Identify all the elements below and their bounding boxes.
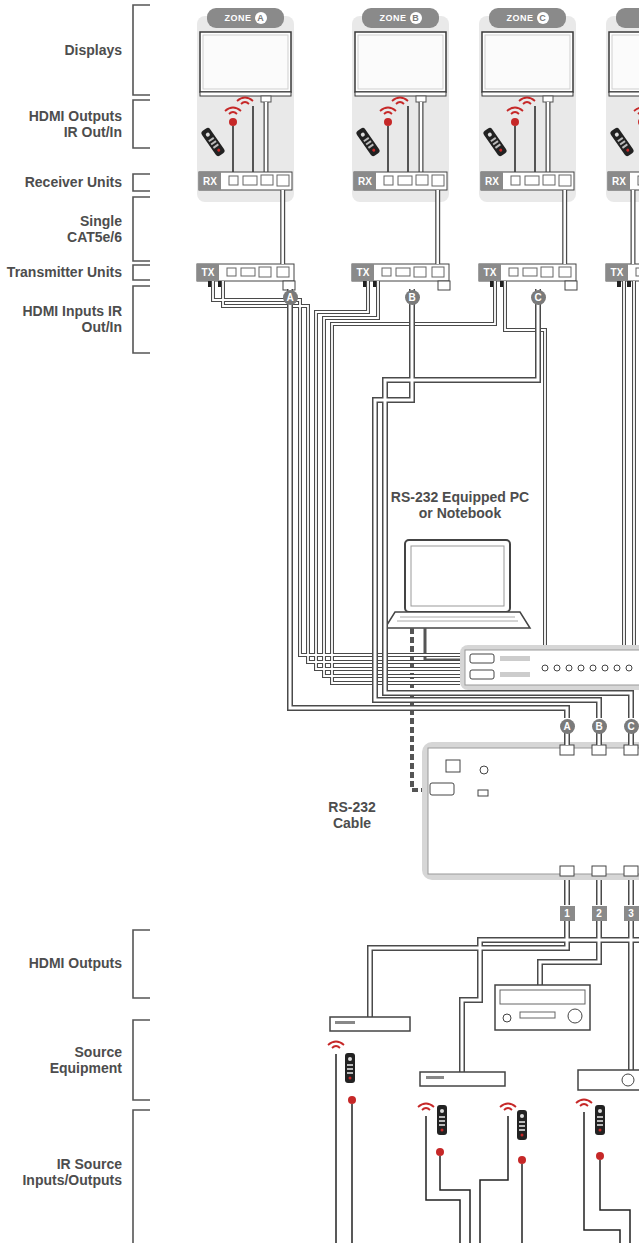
zone-name: ZONE bbox=[506, 13, 533, 23]
unit-tag: RX bbox=[608, 172, 630, 190]
callout-label: RS-232 Equipped PC or Notebook bbox=[390, 489, 530, 521]
callout-label: RS-232 Cable bbox=[315, 799, 389, 831]
extender-unit: RX bbox=[354, 172, 447, 190]
section-label: Source Equipment bbox=[32, 1044, 122, 1076]
zone-panel: ZONE A RX bbox=[197, 8, 294, 202]
section-label: IR Source Inputs/Outputs bbox=[8, 1156, 122, 1188]
cable-tag: B bbox=[592, 719, 607, 734]
section-label: Transmitter Units bbox=[0, 264, 122, 280]
unit-tag: TX bbox=[352, 264, 374, 281]
ir-source-devices bbox=[328, 1042, 630, 1243]
port-number: 2 bbox=[592, 906, 607, 921]
unit-tag: RX bbox=[354, 172, 376, 190]
cable-stroke bbox=[435, 190, 440, 264]
cable-stroke bbox=[562, 190, 567, 264]
port-number: 1 bbox=[560, 906, 575, 921]
cat-cable bbox=[633, 190, 634, 264]
cable-stroke bbox=[632, 190, 635, 264]
zone-letter: B bbox=[410, 12, 422, 24]
zone-name: ZONE bbox=[224, 13, 251, 23]
extender-unit: TX bbox=[197, 264, 294, 281]
cable-stroke bbox=[436, 190, 439, 264]
source-equipment bbox=[330, 985, 639, 1090]
cat-cable bbox=[282, 190, 283, 264]
zone-letter: C bbox=[537, 12, 549, 24]
ir-module bbox=[460, 645, 639, 690]
extender-unit: TX bbox=[479, 264, 576, 281]
section-label: HDMI Outputs IR Out/In bbox=[18, 108, 122, 140]
section-label: Receiver Units bbox=[2, 174, 122, 190]
zone-tab: ZONE B bbox=[362, 8, 439, 28]
zone-name: ZONE bbox=[379, 13, 406, 23]
zone-tab: ZONE C bbox=[489, 8, 566, 28]
bracket bbox=[133, 5, 150, 1243]
matrix-switch bbox=[422, 742, 639, 880]
ir-cables bbox=[213, 281, 634, 683]
section-label: HDMI Inputs IR Out/In bbox=[18, 303, 122, 335]
section-label: Single CAT5e/6 bbox=[48, 213, 122, 245]
cable-tag: C bbox=[531, 290, 546, 305]
cable-tag: C bbox=[624, 719, 639, 734]
section-label: Displays bbox=[2, 42, 122, 58]
unit-tag: TX bbox=[606, 264, 628, 281]
zone-panel: ZONE B RX bbox=[352, 8, 449, 202]
extender-unit: RX bbox=[481, 172, 574, 190]
unit-tag: RX bbox=[481, 172, 503, 190]
zone-panel: ZONE C RX bbox=[479, 8, 576, 202]
cat-cable bbox=[564, 190, 565, 264]
hdmi-cables bbox=[290, 289, 639, 1072]
cable-tag: A bbox=[283, 290, 298, 305]
extender-unit: TX bbox=[606, 264, 639, 281]
section-label: HDMI Outputs bbox=[2, 955, 122, 971]
port-number: 3 bbox=[624, 906, 639, 921]
cable-stroke bbox=[280, 190, 285, 264]
cable-tag: A bbox=[560, 719, 575, 734]
cable-stroke bbox=[631, 190, 636, 264]
unit-tag: TX bbox=[197, 264, 219, 281]
unit-tag: TX bbox=[479, 264, 501, 281]
cable-tag: B bbox=[405, 290, 420, 305]
extender-unit: RX bbox=[608, 172, 639, 190]
extender-unit: TX bbox=[352, 264, 449, 281]
zone-letter: A bbox=[255, 12, 267, 24]
unit-tag: RX bbox=[199, 172, 221, 190]
cable-stroke bbox=[281, 190, 284, 264]
extender-unit: RX bbox=[199, 172, 292, 190]
cat-cable bbox=[437, 190, 438, 264]
cable-stroke bbox=[563, 190, 566, 264]
laptop bbox=[385, 540, 530, 628]
zone-tab: ZONE A bbox=[207, 8, 284, 28]
